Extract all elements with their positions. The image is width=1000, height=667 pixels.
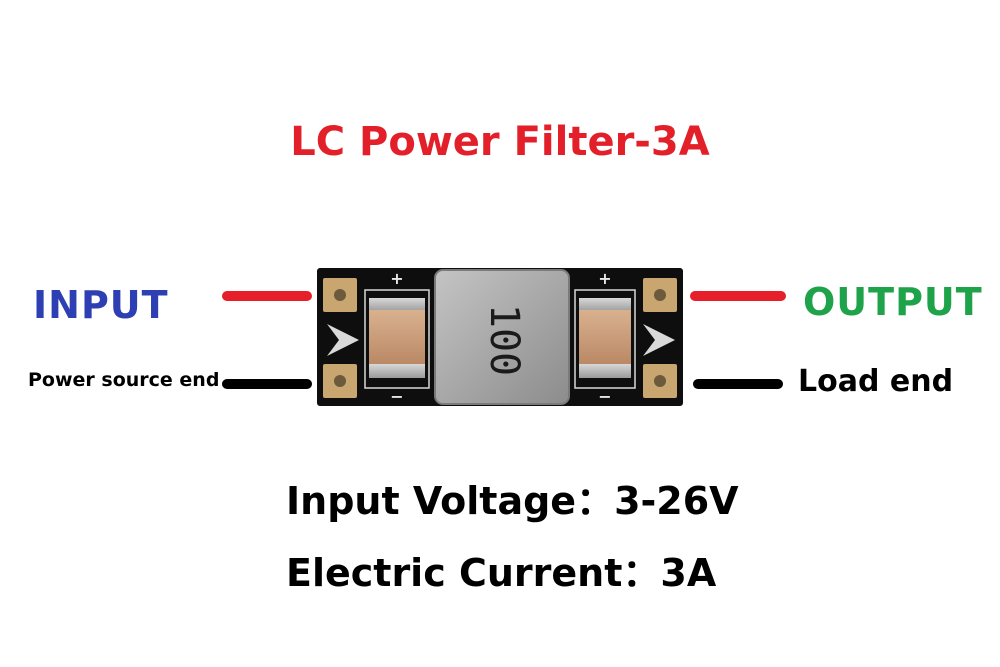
page-title: LC Power Filter-3A — [290, 119, 710, 165]
power-source-end-label: Power source end — [28, 369, 220, 391]
output-capacitor-top-cap — [579, 298, 631, 312]
output-plus-mark: + — [598, 269, 611, 288]
output-arrow-icon — [643, 324, 675, 356]
output-label: OUTPUT — [803, 280, 983, 324]
input-positive-hole — [334, 289, 346, 301]
input-plus-mark: + — [390, 269, 403, 288]
silkscreen-left — [364, 289, 430, 389]
input-capacitor-bottom-cap — [369, 364, 425, 378]
inductor-marking: 100 — [481, 304, 527, 376]
silkscreen-right — [574, 289, 636, 389]
inductor — [434, 269, 570, 405]
input-voltage-spec: Input Voltage：3-26V — [286, 479, 739, 523]
input-negative-hole — [334, 375, 346, 387]
input-minus-mark: − — [390, 387, 403, 406]
input-negative-wire — [222, 379, 312, 389]
input-positive-wire — [222, 291, 312, 301]
input-arrow-icon — [327, 324, 359, 356]
electric-current-spec: Electric Current：3A — [286, 551, 717, 595]
output-negative-wire — [693, 379, 783, 389]
output-negative-hole — [654, 375, 666, 387]
input-capacitor-top-cap — [369, 298, 425, 312]
input-label: INPUT — [33, 283, 169, 327]
input-capacitor — [369, 310, 425, 366]
output-capacitor — [579, 310, 631, 366]
output-minus-mark: − — [598, 387, 611, 406]
output-positive-hole — [654, 289, 666, 301]
output-capacitor-bottom-cap — [579, 364, 631, 378]
lc-filter-board: + − + − 100 — [317, 268, 683, 406]
load-end-label: Load end — [798, 364, 954, 399]
output-positive-wire — [690, 291, 786, 301]
